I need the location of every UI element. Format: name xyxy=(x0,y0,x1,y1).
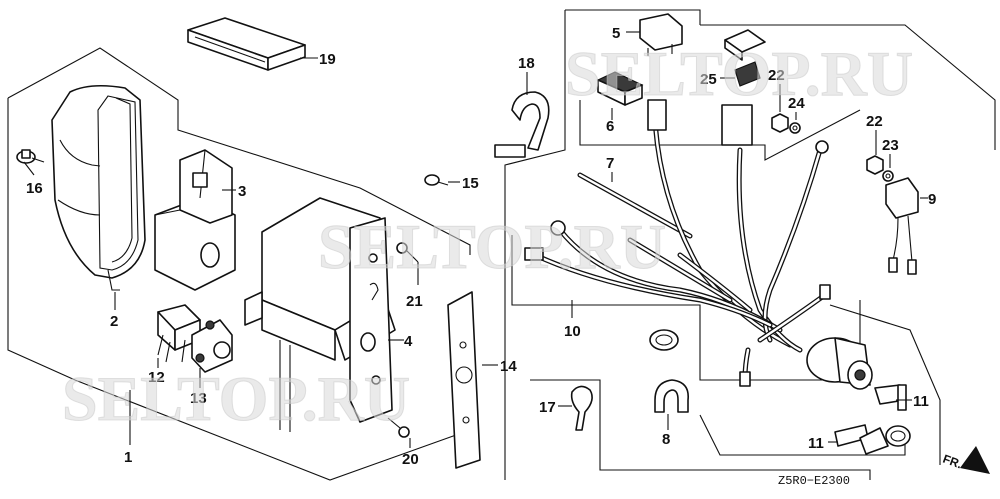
part-10-wire-harness xyxy=(524,99,831,387)
part-14-gasket xyxy=(447,291,481,469)
callout-20: 20 xyxy=(402,451,419,468)
callout-13: 13 xyxy=(190,390,207,407)
callout-16: 16 xyxy=(26,180,43,197)
callout-labels: 19 16 3 4 2 12 13 14 21 20 15 1 18 5 6 7… xyxy=(26,25,936,468)
callout-11-lower: 11 xyxy=(808,435,824,452)
callout-22-top: 22 xyxy=(768,67,785,84)
part-20-screw xyxy=(387,417,410,438)
callout-3: 3 xyxy=(238,183,246,200)
watermarks: SELTOP.RU SELTOP.RU SELTOP.RU xyxy=(62,38,914,435)
front-direction-arrow: FR. xyxy=(941,446,990,474)
left-assembly-frame xyxy=(7,47,471,481)
part-7-wire xyxy=(577,172,693,239)
callout-14: 14 xyxy=(500,358,517,375)
callout-8: 8 xyxy=(662,431,670,448)
callout-2: 2 xyxy=(110,313,118,330)
callout-7: 7 xyxy=(606,155,614,172)
grommet xyxy=(649,329,679,351)
part-11-key-lower xyxy=(834,424,889,455)
callout-22-right: 22 xyxy=(866,113,883,130)
watermark-middle: SELTOP.RU xyxy=(318,211,666,282)
part-22-nut-right xyxy=(866,155,884,175)
part-13-breaker xyxy=(191,319,233,373)
part-23-washer xyxy=(882,170,894,182)
callout-11-upper: 11 xyxy=(913,393,929,410)
part-3-bracket xyxy=(154,149,236,291)
part-17-wire-clip xyxy=(570,385,593,431)
callout-5: 5 xyxy=(612,25,620,42)
callout-6: 6 xyxy=(606,118,614,135)
part-11-key-upper xyxy=(874,384,907,411)
callout-1: 1 xyxy=(124,449,132,466)
part-6-fuse-holder xyxy=(596,71,644,106)
part-25-fuse xyxy=(724,29,766,87)
callout-12: 12 xyxy=(148,369,165,386)
right-assembly-frame xyxy=(504,9,996,480)
callout-18: 18 xyxy=(518,55,535,72)
callout-17: 17 xyxy=(539,399,556,416)
direction-label: FR. xyxy=(941,452,964,472)
callout-leaders xyxy=(23,31,928,448)
part-5-relay xyxy=(639,13,683,56)
diagram-code: Z5R0−E2300 xyxy=(778,474,850,488)
callout-24: 24 xyxy=(788,95,805,112)
part-24-washer xyxy=(789,122,801,134)
part-9-diode xyxy=(885,177,919,275)
callout-19: 19 xyxy=(319,51,336,68)
callout-10: 10 xyxy=(564,323,581,340)
part-8-clamp xyxy=(654,379,689,413)
part-21-screw xyxy=(396,242,419,263)
part-22-nut-top xyxy=(771,113,789,133)
o-ring xyxy=(885,425,911,447)
ignition-switch xyxy=(806,337,873,390)
callout-9: 9 xyxy=(928,191,936,208)
callout-15: 15 xyxy=(462,175,479,192)
part-15-bolt xyxy=(424,174,449,186)
watermark-top: SELTOP.RU xyxy=(565,38,913,109)
part-18-cable-band xyxy=(494,91,550,158)
part-2-cover xyxy=(51,84,146,291)
callout-21: 21 xyxy=(406,293,423,310)
part-16-bolt xyxy=(16,149,45,164)
callout-25: 25 xyxy=(700,71,717,88)
part-4-control-box xyxy=(244,197,396,432)
callout-23: 23 xyxy=(882,137,899,154)
callout-4: 4 xyxy=(404,333,413,350)
watermark-bottom: SELTOP.RU xyxy=(62,363,410,434)
part-19-foam-strip xyxy=(187,17,306,71)
